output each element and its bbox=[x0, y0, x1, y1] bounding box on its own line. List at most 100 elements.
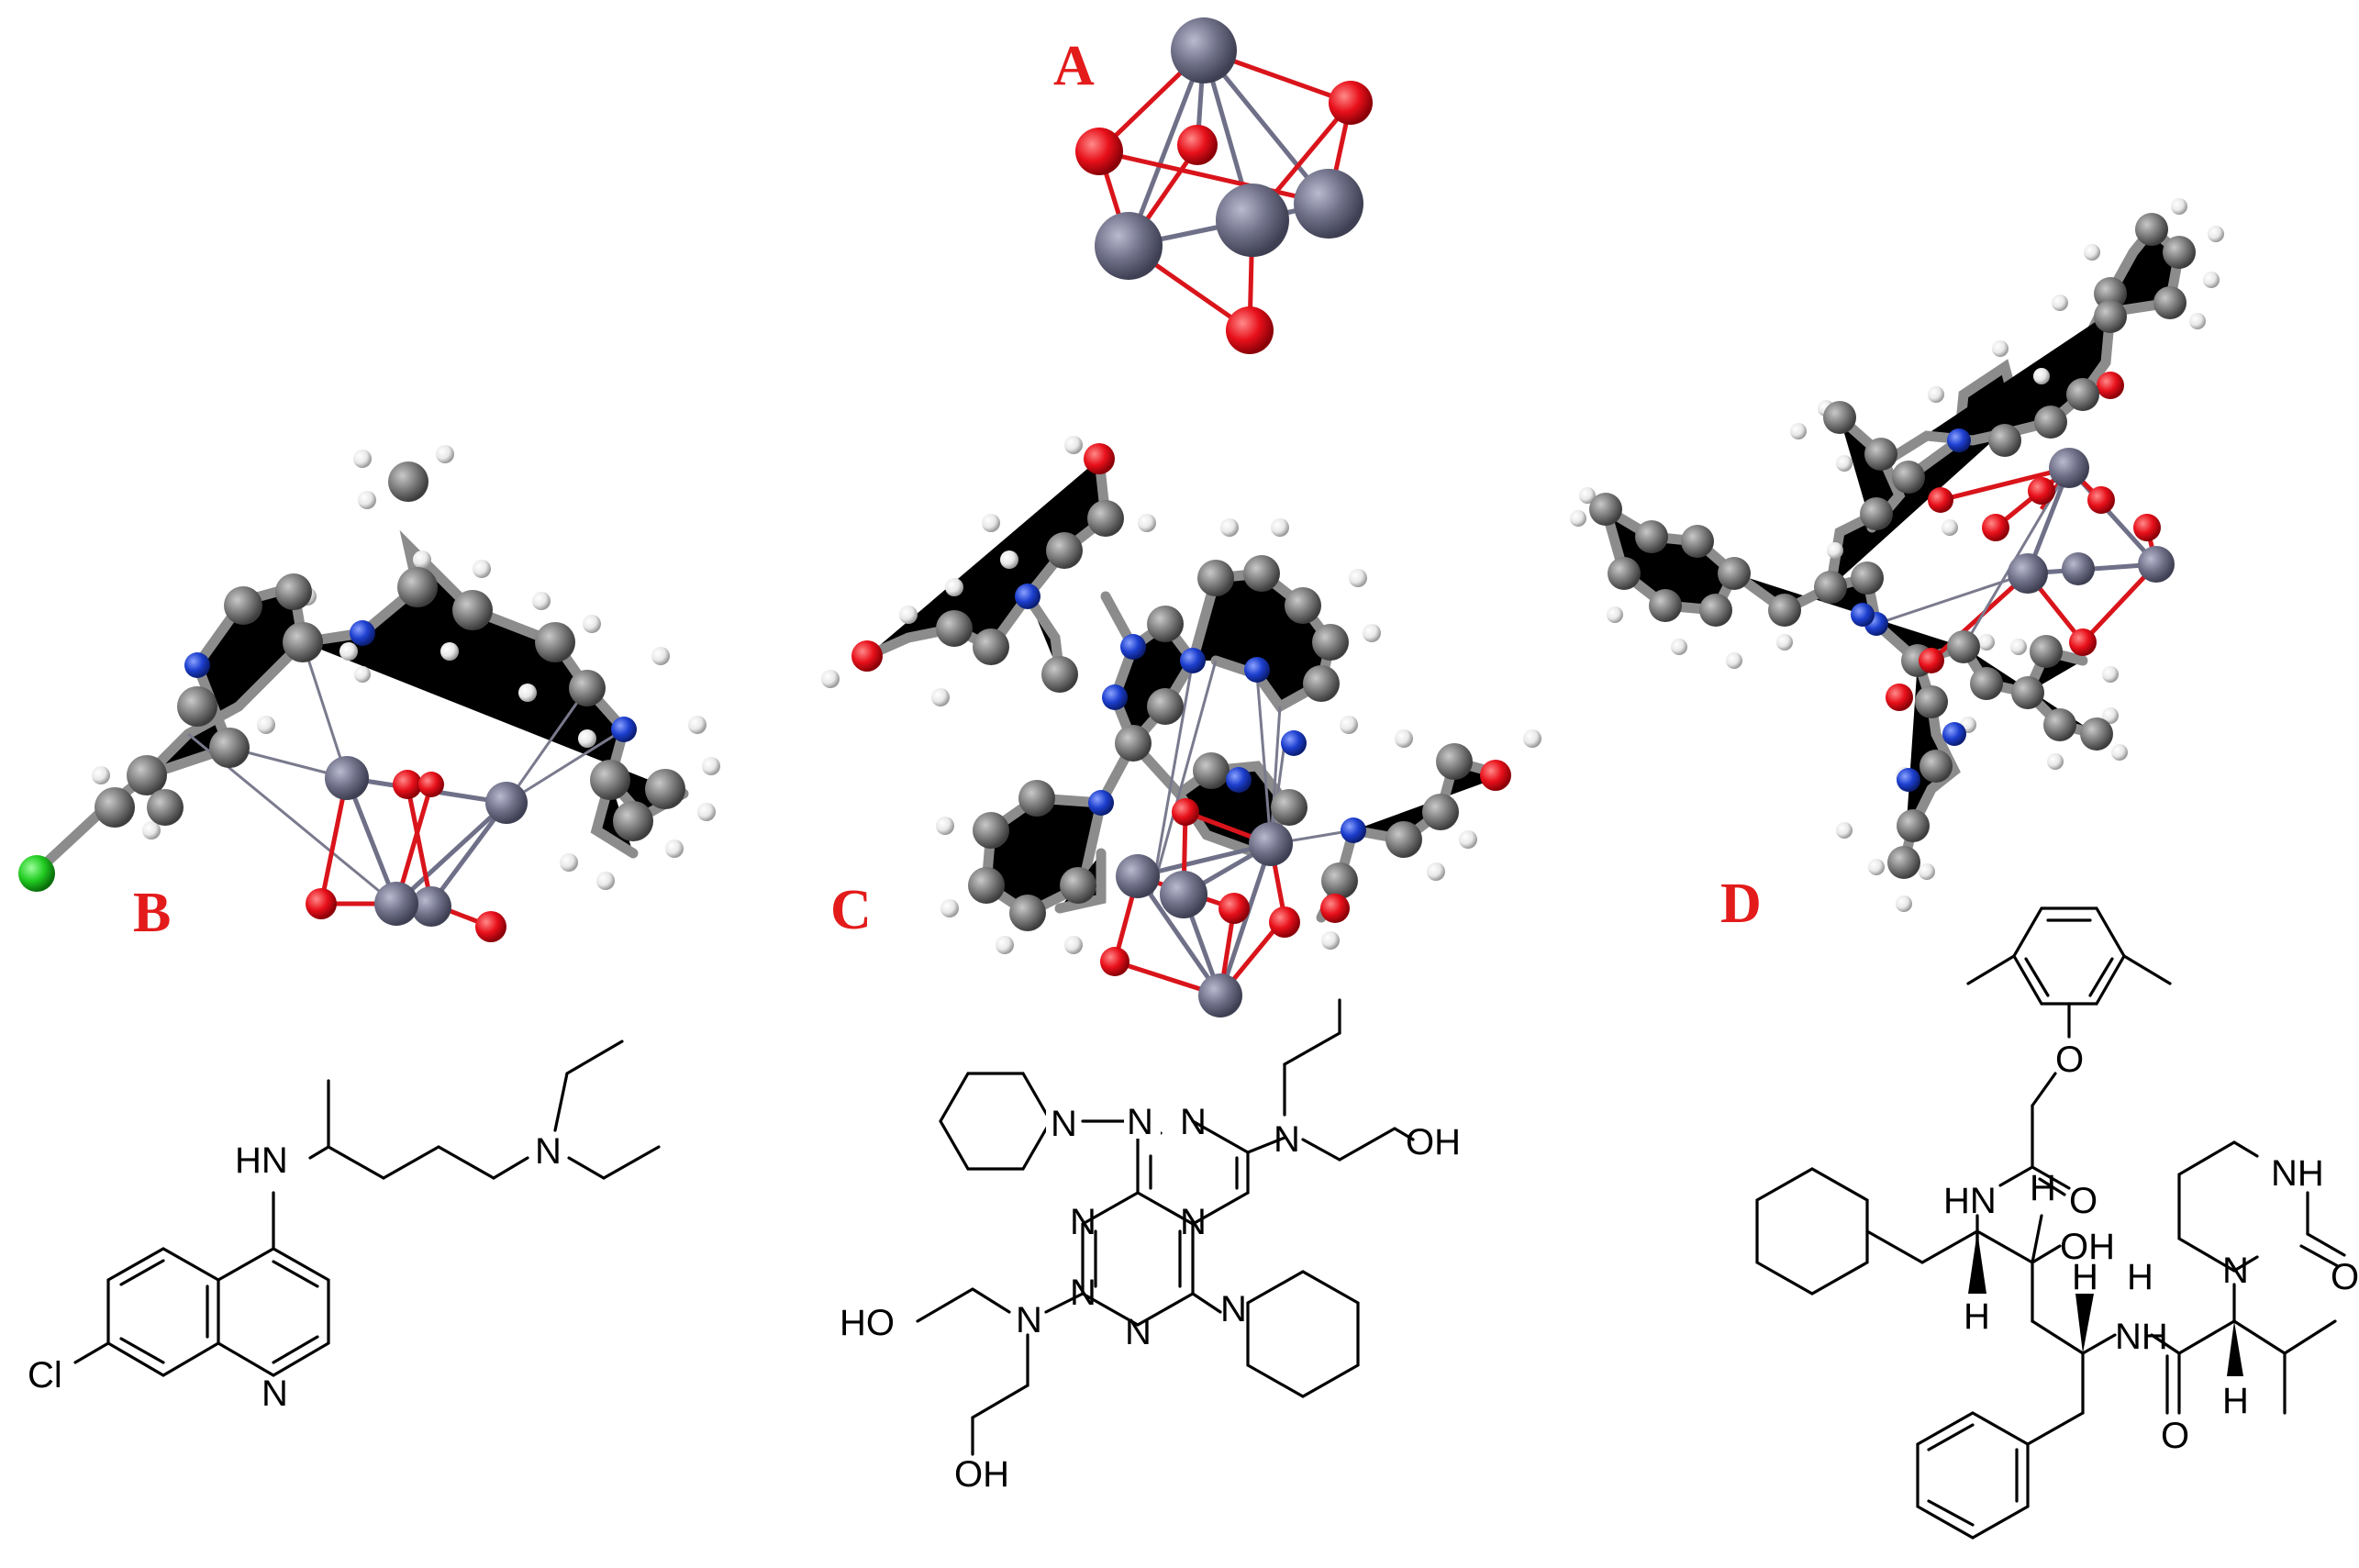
hydrogen-atom bbox=[899, 606, 918, 624]
carbon-atom bbox=[1919, 750, 1953, 783]
hydrogen-atom bbox=[1671, 639, 1687, 655]
hydrogen-atom bbox=[583, 615, 601, 633]
carbon-atom bbox=[1422, 794, 1459, 830]
complex-b-sticks bbox=[31, 529, 689, 877]
oxygen-atom bbox=[1329, 81, 1373, 125]
label-hn-top: HN bbox=[1943, 1181, 1997, 1221]
carbon-atom bbox=[283, 622, 323, 662]
carbon-atom bbox=[452, 590, 493, 630]
carbon-atom bbox=[1860, 497, 1893, 530]
label-o-amide2: O bbox=[2161, 1416, 2189, 1456]
carbon-atom bbox=[1385, 821, 1422, 858]
hydrogen-atom bbox=[1523, 729, 1541, 748]
hydrogen-atom bbox=[651, 647, 670, 665]
hydrogen-atom bbox=[2102, 707, 2119, 724]
carbon-atom bbox=[95, 787, 135, 828]
label-oh: OH bbox=[2060, 1227, 2115, 1267]
metal-atom bbox=[1171, 17, 1237, 83]
carbon-atom bbox=[275, 573, 312, 610]
hydrogen-atom bbox=[931, 688, 950, 706]
label-n4: N bbox=[1180, 1202, 1207, 1242]
oxygen-atom bbox=[2097, 372, 2124, 399]
metal-atom bbox=[2062, 552, 2095, 585]
carbon-atom bbox=[1087, 500, 1124, 537]
label-h2: H bbox=[1964, 1296, 1990, 1337]
cluster-a-model bbox=[1075, 17, 1373, 354]
carbon-atom bbox=[397, 567, 438, 607]
carbon-atom bbox=[2094, 277, 2127, 310]
hydrogen-atom bbox=[1138, 514, 1156, 532]
structure-d-skeletal: O HN O H H OH H NH H NH O N O H bbox=[1755, 906, 2359, 1540]
carbon-atom bbox=[1271, 789, 1307, 826]
hydrogen-atom bbox=[1570, 510, 1586, 527]
carbon-atom bbox=[1814, 571, 1847, 604]
hydrogen-atom bbox=[1459, 830, 1477, 849]
metal-atom bbox=[2049, 448, 2089, 488]
panel-label-c: C bbox=[830, 879, 872, 941]
carbon-atom bbox=[1947, 630, 1980, 663]
label-n-ring: N bbox=[261, 1373, 288, 1414]
hydrogen-atom bbox=[142, 821, 161, 840]
label-n-ring-d: N bbox=[2222, 1251, 2249, 1291]
oxygen-atom bbox=[1480, 760, 1511, 791]
oxygen-atom bbox=[1100, 947, 1129, 976]
complex-c-model bbox=[821, 436, 1541, 1018]
carbon-atom bbox=[1649, 589, 1682, 622]
carbon-atom bbox=[1312, 624, 1349, 661]
hydrogen-atom bbox=[1836, 822, 1853, 839]
nitrogen-atom bbox=[1102, 684, 1128, 710]
hydrogen-atom bbox=[1928, 386, 1944, 403]
hydrogen-atom bbox=[358, 491, 376, 509]
hydrogen-atom bbox=[1868, 859, 1885, 875]
metal-atom bbox=[1198, 973, 1242, 1018]
oxygen-atom bbox=[1320, 894, 1350, 923]
label-o-ether: O bbox=[2055, 1040, 2084, 1080]
carbon-atom bbox=[1321, 862, 1358, 899]
metal-atom bbox=[1294, 169, 1363, 239]
hydrogen-atom bbox=[257, 716, 275, 734]
carbon-atom bbox=[1988, 424, 2021, 457]
carbon-atom bbox=[1897, 809, 1930, 842]
label-n3: N bbox=[1070, 1202, 1096, 1242]
nitrogen-atom bbox=[1942, 722, 1966, 746]
carbon-atom bbox=[1060, 867, 1096, 904]
hydrogen-atom bbox=[1836, 455, 1853, 472]
hydrogen-atom bbox=[1271, 518, 1289, 537]
carbon-atom bbox=[613, 801, 653, 841]
hydrogen-atom bbox=[1919, 863, 1935, 880]
hydrogen-atom bbox=[982, 514, 1000, 532]
hydrogen-atom bbox=[1000, 550, 1018, 569]
carbon-atom bbox=[2066, 378, 2099, 411]
metal-atom bbox=[1216, 183, 1289, 257]
hydrogen-atom bbox=[1726, 652, 1742, 669]
oxygen-atom bbox=[1218, 893, 1250, 924]
hydrogen-atom bbox=[353, 450, 372, 468]
carbon-atom bbox=[1147, 688, 1184, 725]
hydrogen-atom bbox=[1896, 895, 1912, 912]
nitrogen-atom bbox=[1281, 730, 1307, 756]
carbon-atom bbox=[645, 769, 685, 809]
carbon-atom bbox=[2034, 406, 2067, 439]
carbon-atom bbox=[1681, 525, 1714, 558]
oxygen-atom bbox=[1982, 514, 2009, 541]
carbon-atom bbox=[1436, 743, 1473, 780]
oxygen-atom bbox=[475, 911, 506, 942]
carbon-atom bbox=[177, 686, 217, 727]
oxygen-atom bbox=[418, 772, 444, 797]
hydrogen-atom bbox=[92, 766, 110, 784]
label-n-pip-top: N bbox=[1051, 1104, 1077, 1144]
hydrogen-atom bbox=[2171, 198, 2187, 215]
panel-label-a: A bbox=[1053, 35, 1095, 97]
hydrogen-atom bbox=[2111, 744, 2128, 761]
carbon-atom bbox=[1635, 520, 1668, 553]
metal-atom bbox=[1249, 822, 1293, 866]
nitrogen-atom bbox=[1088, 790, 1114, 816]
nitrogen-atom bbox=[1226, 767, 1252, 793]
nitrogen-atom bbox=[1015, 584, 1040, 609]
label-n-side-top: N bbox=[1274, 1119, 1300, 1160]
hydrogen-atom bbox=[936, 817, 954, 835]
carbon-atom bbox=[1887, 846, 1920, 879]
carbon-atom bbox=[1589, 493, 1622, 526]
hydrogen-atom bbox=[1776, 634, 1793, 651]
nitrogen-atom bbox=[1341, 817, 1366, 843]
